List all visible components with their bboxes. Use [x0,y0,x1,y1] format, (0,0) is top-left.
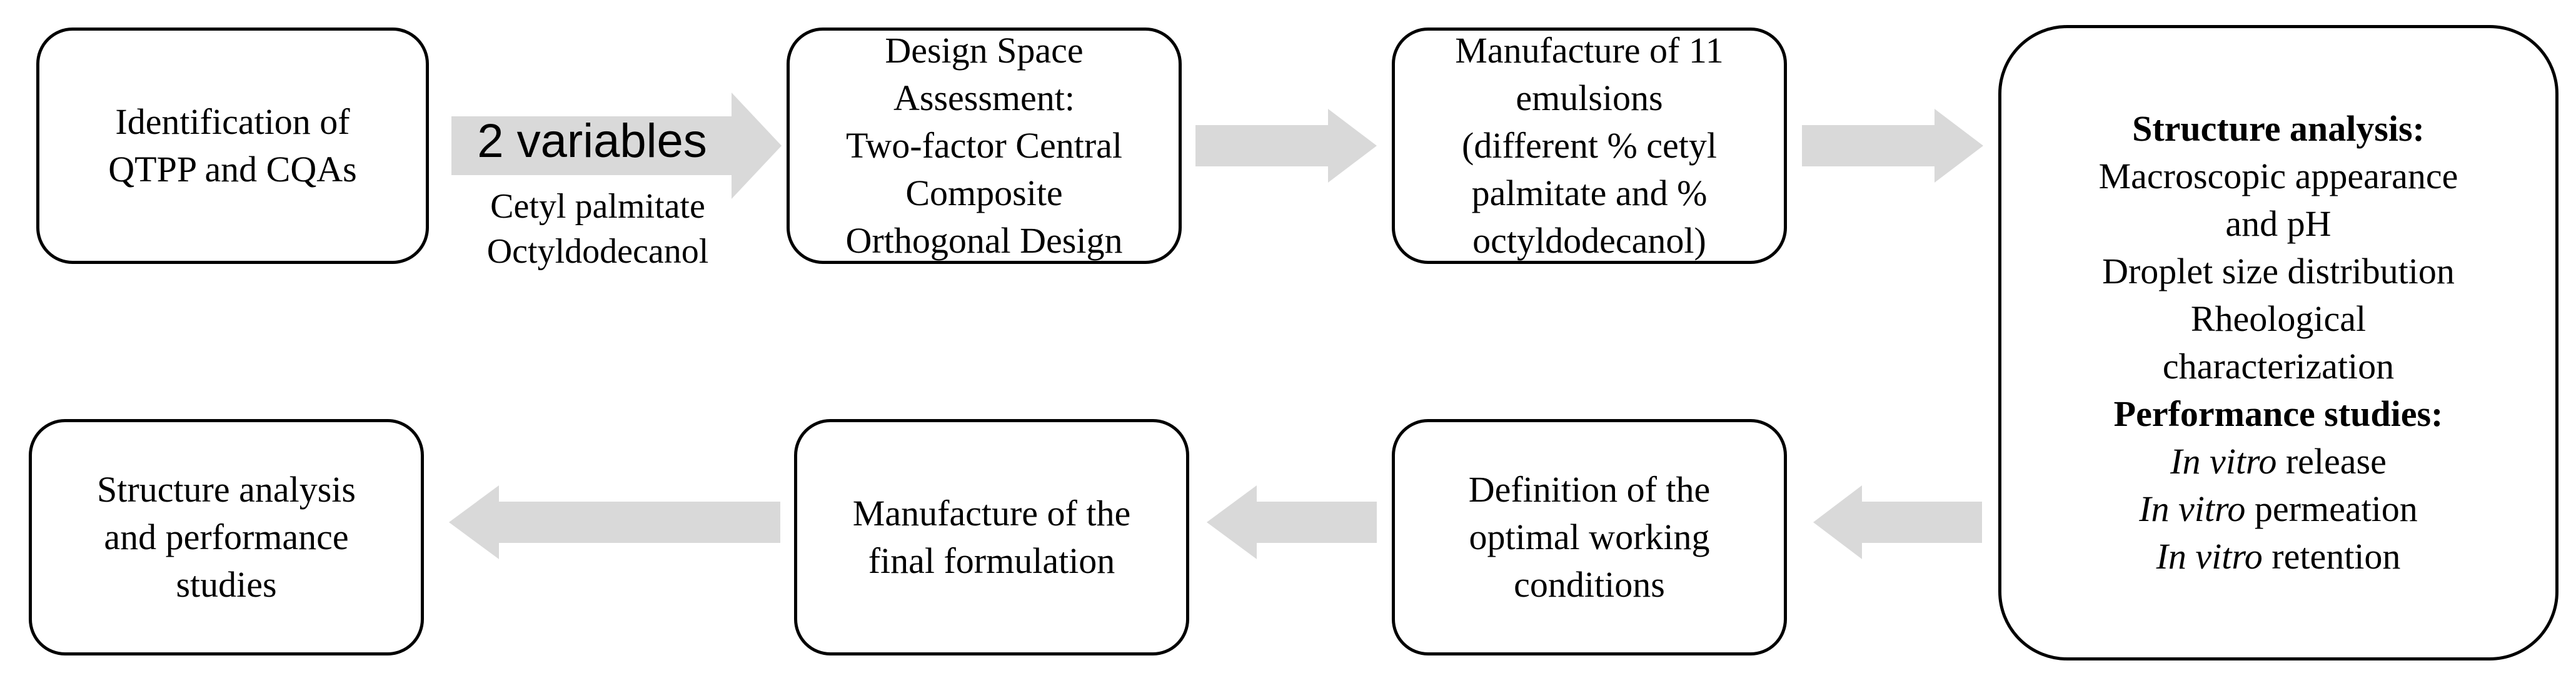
box-identification-line-1: Identification of [115,101,350,142]
box-optimal-conditions-line-2: optimal working [1469,517,1710,557]
box-identification: Identification of QTPP and CQAs [36,28,429,264]
structure-item-4: Rheological [2190,298,2367,339]
arrow-right-1 [451,93,782,199]
box-final-formulation-line-1: Manufacture of the [852,493,1131,534]
structure-item-1: Macroscopic appearance [2098,156,2458,196]
variable-cetyl-palmitate: Cetyl palmitate [490,187,705,226]
box-optimal-conditions-line-3: conditions [1514,564,1665,605]
structure-item-5: characterization [2162,346,2395,387]
structure-analysis-heading: Structure analysis: [2132,108,2425,149]
performance-item-2: In vitro permeation [2139,488,2418,529]
box-final-formulation: Manufacture of the final formulation [794,419,1189,655]
box-manufacture-emulsions-line-5: octyldodecanol) [1472,220,1706,261]
variable-octyldodecanol: Octyldodecanol [486,232,709,271]
box-optimal-conditions: Definition of the optimal working condit… [1392,419,1787,655]
box-design-space-line-3: Two-factor Central [845,125,1123,166]
arrow-left-3 [449,485,780,559]
performance-item-3: In vitro retention [2156,536,2401,577]
structure-item-3: Droplet size distribution [2102,251,2455,291]
box-manufacture-emulsions-line-1: Manufacture of 11 [1455,30,1724,71]
structure-item-2: and pH [2225,203,2332,244]
box-manufacture-emulsions-line-2: emulsions [1516,78,1663,118]
box-design-space-line-2: Assessment: [893,78,1075,118]
arrow-left-1 [1813,485,1982,559]
box-manufacture-emulsions: Manufacture of 11 emulsions (different %… [1392,28,1787,264]
box-final-analysis: Structure analysis and performance studi… [29,419,424,655]
box-analysis: Structure analysis: Macroscopic appearan… [1998,25,2558,660]
box-design-space-line-4: Composite [905,173,1063,213]
box-manufacture-emulsions-line-3: (different % cetyl [1462,125,1717,166]
box-design-space: Design Space Assessment: Two-factor Cent… [787,28,1182,264]
variables-list: Cetyl palmitate Octyldodecanol [460,184,735,274]
performance-item-1: In vitro release [2170,441,2387,482]
performance-studies-heading: Performance studies: [2113,393,2443,434]
box-final-analysis-line-2: and performance [104,517,349,557]
box-optimal-conditions-line-1: Definition of the [1468,469,1711,510]
box-identification-line-2: QTPP and CQAs [108,149,357,190]
box-design-space-line-5: Orthogonal Design [845,220,1123,261]
box-final-analysis-line-3: studies [176,564,277,605]
arrow-right-2 [1195,109,1377,183]
box-design-space-line-1: Design Space [885,30,1084,71]
box-final-formulation-line-2: final formulation [868,540,1115,581]
box-final-analysis-line-1: Structure analysis [97,469,356,510]
box-manufacture-emulsions-line-4: palmitate and % [1471,173,1708,213]
arrow-left-2 [1207,485,1377,559]
variables-label: 2 variables [477,114,707,168]
arrow-right-3 [1802,109,1983,183]
